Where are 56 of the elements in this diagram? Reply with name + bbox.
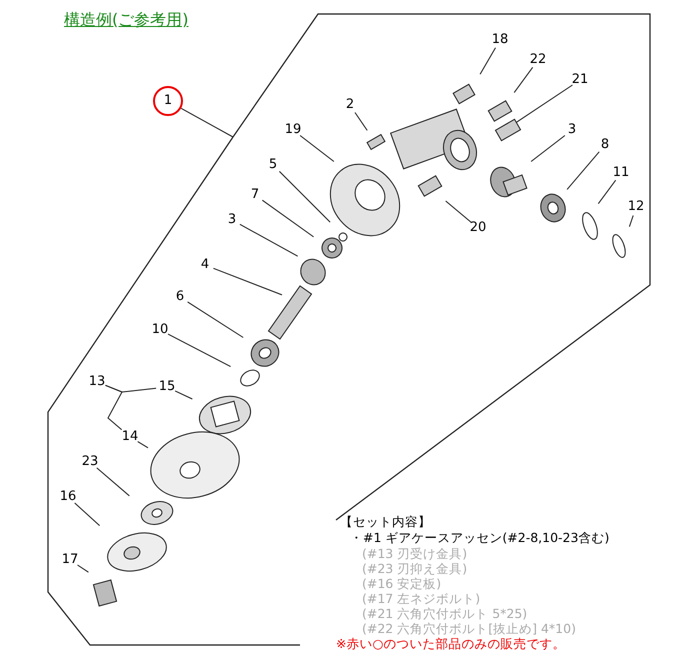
leader-line [137,441,148,448]
leader-line [514,66,534,94]
list-item: (#13 刃受け金具) [362,546,468,561]
callout-number: 8 [600,137,610,153]
leader-line [278,170,331,223]
callout-number: 6 [176,289,184,305]
callout-number: 2 [346,97,354,113]
callout-number: 22 [530,52,546,68]
callout-number: 1 [153,86,183,116]
note-text: ※赤い○のついた部品のみの販売です。 [336,636,566,650]
leader-line [104,384,123,430]
list-item: (#22 六角穴付ボルト[抜止め] 4*10) [362,621,576,636]
leader-line [239,224,298,257]
section-heading: 【セット内容】 [340,514,431,529]
leader-line [187,301,244,338]
callout-number: 5 [268,157,278,173]
leader-line [212,268,282,296]
callout-number: 23 [82,454,98,470]
callout-number: 16 [60,489,76,505]
callout-number: 21 [572,72,588,88]
leader-line [445,200,472,223]
callout-number: 3 [568,122,576,138]
callout-number: 20 [470,220,486,236]
callout-number: 7 [250,187,260,203]
leader-line [180,108,234,138]
leader-line [77,564,89,573]
leader-line [74,502,100,526]
leader-line [168,334,232,368]
callout-number: 11 [612,165,630,181]
leader-line [354,112,368,131]
leader-line [174,390,193,400]
callout-number: 17 [62,552,78,568]
callout-number: 14 [122,429,138,445]
callout-number: 13 [88,374,106,390]
leader-line [516,84,573,123]
list-item: (#23 刃抑え金具) [362,561,468,576]
leader-line [300,135,334,162]
leader-line [598,180,616,204]
list-item: (#17 左ネジボルト) [362,591,480,606]
callout-number: 3 [228,212,236,228]
leader-line [480,47,496,75]
list-item: ・#1 ギアケースアッセン(#2-8,10-23含む) [350,530,610,545]
leader-line [566,151,600,190]
callout-number: 12 [628,199,644,215]
diagram-title: 構造例(ご参考用) [64,10,188,30]
callout-number: 18 [492,32,508,48]
list-item: (#21 六角穴付ボルト 5*25) [362,606,528,621]
leader-line [530,135,566,162]
list-item: (#16 安定板) [362,576,442,591]
callout-number: 10 [152,322,168,338]
callout-number: 19 [284,122,302,138]
leader-line [96,467,130,496]
leader-line [262,200,314,238]
leader-line [628,215,634,228]
callout-number: 4 [200,257,210,273]
callout-number: 15 [158,379,176,395]
